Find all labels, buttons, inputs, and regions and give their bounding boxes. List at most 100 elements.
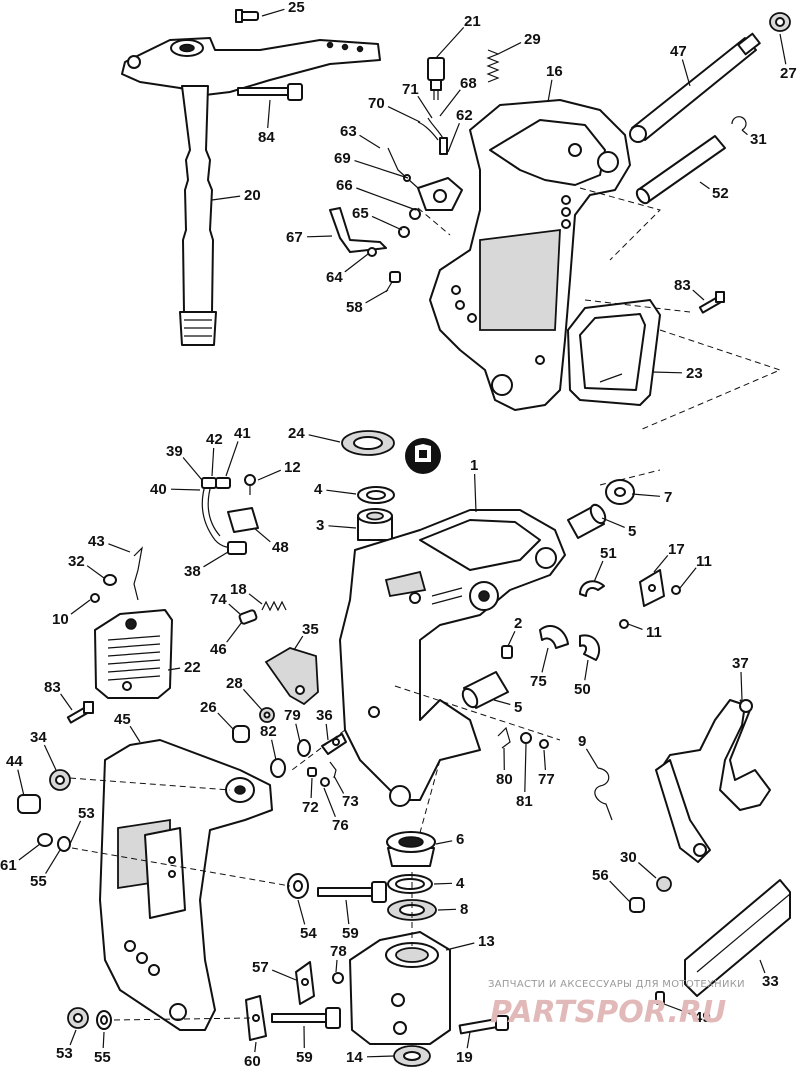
leader-81 bbox=[524, 743, 527, 793]
clip-51-part bbox=[579, 580, 605, 597]
spring-9-part bbox=[594, 767, 613, 821]
leader-13 bbox=[445, 942, 475, 951]
callout-10: 10 bbox=[52, 611, 69, 628]
callout-31: 31 bbox=[750, 131, 767, 148]
callout-39: 39 bbox=[166, 443, 183, 460]
callout-11a: 11 bbox=[696, 553, 712, 570]
leader-22 bbox=[167, 667, 181, 671]
leader-66 bbox=[356, 187, 417, 211]
callout-67: 67 bbox=[286, 229, 303, 246]
bolt-59-lower-part bbox=[271, 1007, 341, 1029]
leader-25 bbox=[261, 8, 285, 17]
leader-68 bbox=[439, 89, 461, 117]
leader-57 bbox=[271, 969, 297, 981]
callout-53b: 53 bbox=[56, 1045, 73, 1062]
callout-72: 72 bbox=[302, 799, 319, 816]
callout-16: 16 bbox=[546, 63, 563, 80]
callout-60: 60 bbox=[244, 1053, 261, 1070]
leader-78 bbox=[335, 959, 338, 973]
bracket-35-part bbox=[264, 647, 319, 706]
leader-50 bbox=[584, 659, 589, 681]
callout-80: 80 bbox=[496, 771, 513, 788]
sensor-cluster-part bbox=[387, 147, 463, 220]
leader-18 bbox=[248, 593, 263, 605]
callout-69: 69 bbox=[334, 150, 351, 167]
callout-53a: 53 bbox=[78, 805, 95, 822]
callout-74: 74 bbox=[210, 591, 227, 608]
ring-4-lower-part bbox=[387, 874, 433, 894]
leader-31 bbox=[741, 129, 748, 136]
bushing-3-part bbox=[357, 508, 393, 541]
callout-3: 3 bbox=[316, 517, 324, 534]
callout-40: 40 bbox=[150, 481, 167, 498]
plate-57-part bbox=[295, 961, 315, 1005]
clip-43-part bbox=[133, 546, 143, 601]
callout-17: 17 bbox=[668, 541, 685, 558]
leader-73 bbox=[333, 775, 345, 794]
callout-59a: 59 bbox=[342, 925, 359, 942]
leader-72 bbox=[310, 777, 313, 799]
screw-11-lower-part bbox=[619, 619, 629, 629]
callout-14: 14 bbox=[346, 1049, 363, 1066]
pad-33-part bbox=[684, 879, 791, 997]
leader-30 bbox=[638, 862, 657, 879]
plate-17-part bbox=[639, 569, 665, 607]
callout-84: 84 bbox=[258, 129, 275, 146]
callout-7: 7 bbox=[664, 489, 672, 506]
callout-1: 1 bbox=[470, 457, 478, 474]
callout-76: 76 bbox=[332, 817, 349, 834]
callout-82: 82 bbox=[260, 723, 277, 740]
leader-52 bbox=[699, 181, 710, 190]
callout-19: 19 bbox=[456, 1049, 473, 1066]
callout-45: 45 bbox=[114, 711, 131, 728]
callout-29: 29 bbox=[524, 31, 541, 48]
cover-plate-22-part bbox=[94, 609, 173, 699]
callout-71: 71 bbox=[402, 81, 419, 98]
wiring-harness-part bbox=[201, 477, 247, 555]
leader-11a bbox=[679, 567, 697, 589]
leader-70 bbox=[387, 106, 421, 123]
link-36-part bbox=[321, 733, 347, 755]
leader-20 bbox=[211, 195, 241, 201]
leader-69 bbox=[354, 160, 409, 179]
callout-42: 42 bbox=[206, 431, 223, 448]
cap-44-part bbox=[17, 794, 41, 814]
callout-22: 22 bbox=[184, 659, 201, 676]
callout-13: 13 bbox=[478, 933, 495, 950]
callout-54: 54 bbox=[300, 925, 317, 942]
cap-56-part bbox=[629, 897, 645, 913]
leader-53b bbox=[69, 1029, 77, 1046]
leader-83a bbox=[692, 289, 705, 301]
screw-78-part bbox=[332, 972, 344, 984]
leader-40 bbox=[170, 488, 201, 491]
clip-80-part bbox=[497, 726, 511, 749]
leader-38 bbox=[203, 551, 229, 568]
callout-21: 21 bbox=[464, 13, 481, 30]
leader-77 bbox=[543, 749, 546, 771]
washer-32-part bbox=[103, 574, 117, 586]
callout-38: 38 bbox=[184, 563, 201, 580]
nut-14-part bbox=[393, 1045, 431, 1067]
leader-49 bbox=[663, 1003, 691, 1015]
callout-11b: 11 bbox=[646, 624, 662, 641]
leader-82 bbox=[271, 739, 277, 761]
callout-56: 56 bbox=[592, 867, 609, 884]
leader-42 bbox=[211, 447, 215, 477]
callout-57: 57 bbox=[252, 959, 269, 976]
leader-43 bbox=[108, 543, 131, 553]
callout-68: 68 bbox=[460, 75, 477, 92]
callout-75: 75 bbox=[530, 673, 547, 690]
callout-44: 44 bbox=[6, 753, 23, 770]
callout-30: 30 bbox=[620, 849, 637, 866]
callout-65: 65 bbox=[352, 205, 369, 222]
washer-81-part bbox=[520, 732, 532, 744]
leader-61 bbox=[18, 843, 41, 861]
callout-34: 34 bbox=[30, 729, 47, 746]
leader-37 bbox=[740, 671, 743, 701]
leader-3 bbox=[328, 525, 357, 529]
callout-63: 63 bbox=[340, 123, 357, 140]
leader-41 bbox=[225, 441, 239, 477]
leader-32 bbox=[86, 565, 105, 579]
callout-47: 47 bbox=[670, 43, 687, 60]
